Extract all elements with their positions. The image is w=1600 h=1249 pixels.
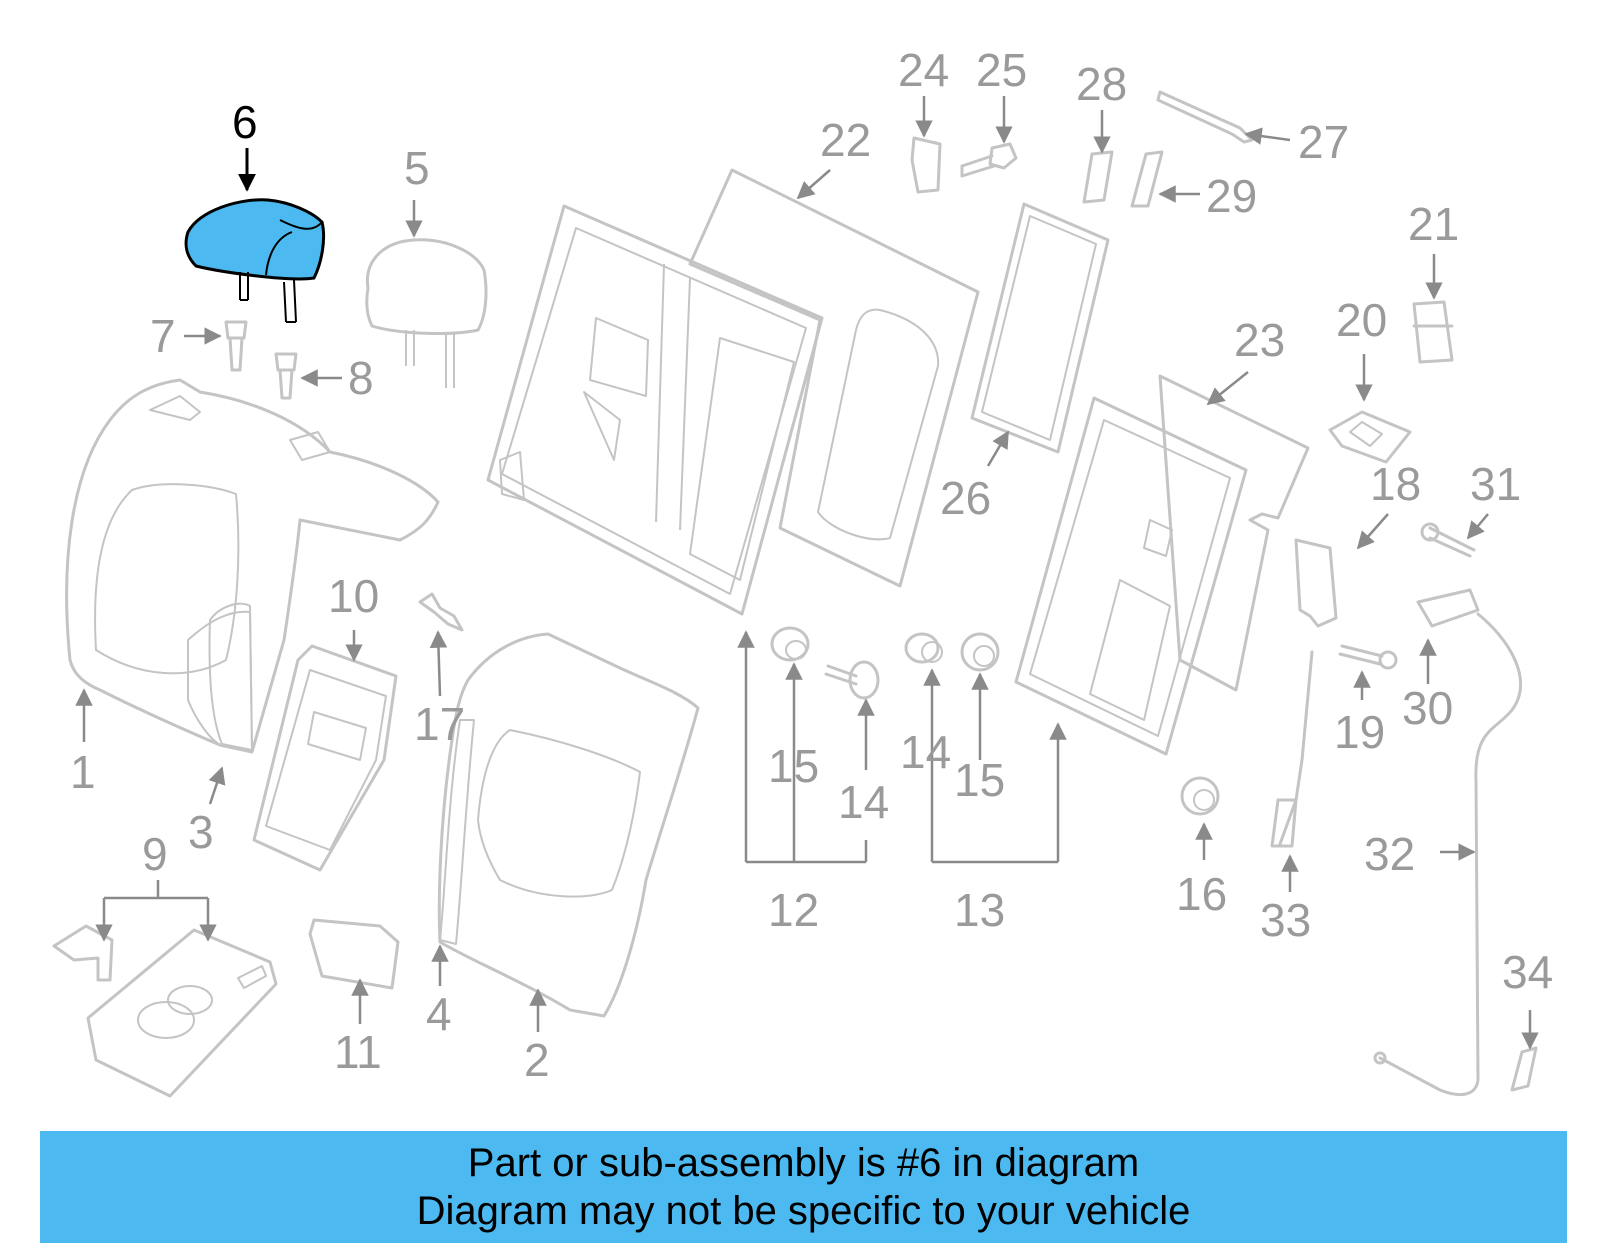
part-16-bushing[interactable]: [1180, 776, 1220, 816]
info-banner: Part or sub-assembly is #6 in diagram Di…: [40, 1131, 1567, 1243]
part-33-cable[interactable]: [1270, 650, 1314, 848]
callout-16: 16: [1176, 868, 1227, 920]
banner-line-2: Diagram may not be specific to your vehi…: [416, 1189, 1191, 1233]
part-10-armrest-frame[interactable]: [252, 644, 398, 872]
callout-26: 26: [940, 472, 991, 524]
callout-29: 29: [1206, 170, 1257, 222]
callout-31: 31: [1470, 458, 1521, 510]
part-30-latch[interactable]: [1416, 588, 1480, 628]
callout-10: 10: [328, 570, 379, 622]
part-3-trim[interactable]: [208, 602, 253, 751]
callout-15b: 15: [954, 754, 1005, 806]
part-22-pad-sheet[interactable]: [688, 168, 980, 588]
callout-5: 5: [404, 142, 430, 194]
callout-21: 21: [1408, 198, 1459, 250]
callout-22: 22: [820, 114, 871, 166]
callout-15a: 15: [768, 740, 819, 792]
part-19-bolt[interactable]: [1338, 644, 1398, 670]
part-15-bushing-b[interactable]: [960, 632, 1000, 672]
callout-25: 25: [976, 44, 1027, 96]
part-2-seat-back-panel[interactable]: [437, 632, 700, 1018]
part-26-panel[interactable]: [970, 202, 1110, 454]
part-22-seat-back-frame[interactable]: [486, 204, 824, 616]
part-18-latch[interactable]: [1294, 538, 1338, 628]
callout-14a: 14: [838, 776, 889, 828]
callout-24: 24: [898, 44, 949, 96]
part-25-bolt[interactable]: [960, 142, 1018, 178]
part-5-headrest[interactable]: [365, 238, 488, 388]
callout-20: 20: [1336, 294, 1387, 346]
callout-32: 32: [1364, 828, 1415, 880]
banner-line-1: Part or sub-assembly is #6 in diagram: [467, 1141, 1140, 1185]
callout-17: 17: [414, 698, 465, 750]
callout-4: 4: [426, 988, 452, 1040]
part-31-pin[interactable]: [1420, 522, 1476, 558]
part-6-headrest-highlighted[interactable]: [184, 198, 326, 323]
callout-19: 19: [1334, 706, 1385, 758]
part-28-clip[interactable]: [1082, 150, 1114, 204]
part-15-bushing-a[interactable]: [770, 626, 810, 662]
part-29-clip[interactable]: [1130, 150, 1164, 208]
part-14-bolt-a[interactable]: [824, 660, 880, 700]
part-4-trim-edge[interactable]: [439, 719, 475, 945]
callout-28: 28: [1076, 58, 1127, 110]
part-24-bracket[interactable]: [910, 136, 942, 194]
part-23-pad-sheet[interactable]: [1158, 374, 1310, 692]
callout-34: 34: [1502, 946, 1553, 998]
callout-14b: 14: [900, 726, 951, 778]
part-14-bolt-b[interactable]: [904, 632, 943, 664]
callout-2: 2: [524, 1034, 550, 1086]
callout-27: 27: [1298, 116, 1349, 168]
part-8-guide[interactable]: [274, 352, 298, 400]
callout-7: 7: [150, 310, 176, 362]
callout-12: 12: [768, 884, 819, 936]
part-21-latch[interactable]: [1412, 300, 1454, 364]
part-7-guide[interactable]: [224, 320, 248, 372]
callouts: 6 5 7 8 1 3 10 17 9 11 4 2 22 24 25 28 2…: [70, 44, 1553, 1086]
callout-1: 1: [70, 746, 96, 798]
callout-3: 3: [188, 806, 214, 858]
part-11-pad[interactable]: [308, 918, 400, 990]
callout-8: 8: [348, 352, 374, 404]
callout-18: 18: [1370, 458, 1421, 510]
callout-11: 11: [334, 1026, 382, 1078]
callout-30: 30: [1402, 682, 1453, 734]
part-27-rod[interactable]: [1156, 90, 1254, 144]
part-34-clip[interactable]: [1510, 1046, 1538, 1092]
callout-33: 33: [1260, 894, 1311, 946]
part-9-armrest[interactable]: [52, 924, 278, 1098]
leader-lines: [75, 96, 1539, 1050]
part-1-seat-back-cover[interactable]: [65, 378, 440, 754]
callout-9: 9: [142, 828, 168, 880]
part-20-cover[interactable]: [1328, 410, 1412, 464]
part-17-clip[interactable]: [418, 592, 464, 632]
part-32-cable[interactable]: [1373, 612, 1522, 1097]
part-23-seat-back-frame[interactable]: [1014, 396, 1248, 756]
callout-23: 23: [1234, 314, 1285, 366]
callout-13: 13: [954, 884, 1005, 936]
callout-6: 6: [232, 96, 258, 148]
